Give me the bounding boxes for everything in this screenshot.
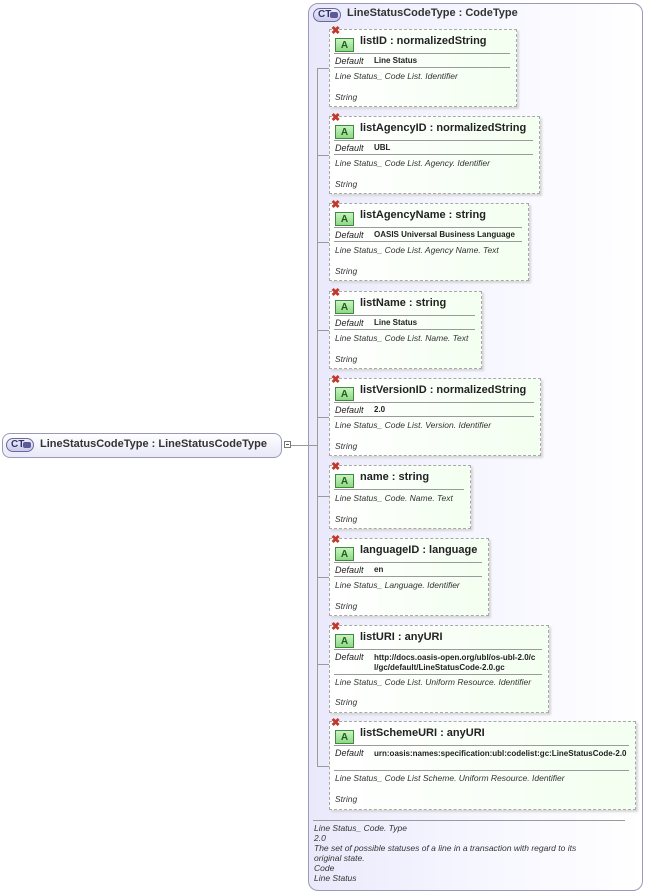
attribute-type-note: String — [335, 92, 358, 102]
optional-marker-icon: ✖ — [331, 199, 341, 211]
default-label: Default — [335, 565, 364, 575]
complex-type-badge-icon: CT — [6, 438, 34, 452]
default-value: 2.0 — [374, 405, 386, 414]
optional-marker-icon: ✖ — [331, 25, 341, 37]
attribute-icon: A — [335, 547, 354, 561]
complex-type-badge-icon: CT — [313, 8, 341, 22]
root-type-node[interactable] — [2, 433, 282, 458]
attribute-name: languageID : language — [360, 544, 478, 556]
attribute-node-listURI[interactable]: ✖ A listURI : anyURI Default http://docs… — [329, 621, 549, 713]
root-connector — [291, 445, 317, 446]
optional-marker-icon: ✖ — [331, 717, 341, 729]
footer-object-class: Line Status — [314, 873, 357, 883]
attribute-name: listURI : anyURI — [360, 631, 443, 643]
attribute-annotation: Line Status_ Code List. Version. Identif… — [335, 420, 492, 430]
attribute-node-listAgencyName[interactable]: ✖ A listAgencyName : string Default OASI… — [329, 199, 529, 281]
default-value: en — [374, 565, 384, 574]
attribute-name: listAgencyName : string — [360, 209, 486, 221]
optional-marker-icon: ✖ — [331, 534, 341, 546]
default-label: Default — [335, 652, 364, 662]
root-type-title: LineStatusCodeType : LineStatusCodeType — [40, 438, 267, 450]
attribute-annotation: Line Status_ Language. Identifier — [335, 580, 460, 590]
attribute-type-note: String — [335, 514, 358, 524]
attribute-annotation: Line Status_ Code List. Agency Name. Tex… — [335, 245, 499, 255]
attribute-type-note: String — [335, 179, 358, 189]
attribute-icon: A — [335, 474, 354, 488]
default-value: Line Status — [374, 56, 418, 65]
attribute-icon: A — [335, 212, 354, 226]
default-label: Default — [335, 143, 364, 153]
default-value: http://docs.oasis-open.org/ubl/os-ubl-2.… — [374, 653, 536, 672]
attribute-icon: A — [335, 38, 354, 52]
attribute-type-note: String — [335, 441, 358, 451]
optional-marker-icon: ✖ — [331, 621, 341, 633]
attribute-name: listID : normalizedString — [360, 35, 487, 47]
attribute-name: listName : string — [360, 297, 447, 309]
attribute-node-listName[interactable]: ✖ A listName : string Default Line Statu… — [329, 287, 482, 369]
default-label: Default — [335, 56, 364, 66]
attribute-name: listAgencyID : normalizedString — [360, 122, 527, 134]
attribute-icon: A — [335, 387, 354, 401]
optional-marker-icon: ✖ — [331, 287, 341, 299]
footer-version: 2.0 — [314, 833, 326, 843]
default-value: Line Status — [374, 318, 418, 327]
codetype-title: LineStatusCodeType : CodeType — [347, 7, 518, 19]
attribute-type-note: String — [335, 354, 358, 364]
attribute-node-listVersionID[interactable]: ✖ A listVersionID : normalizedString Def… — [329, 374, 541, 456]
attribute-type-note: String — [335, 601, 358, 611]
optional-marker-icon: ✖ — [331, 374, 341, 386]
attribute-icon: A — [335, 125, 354, 139]
connector-tick — [317, 496, 329, 497]
attribute-node-languageID[interactable]: ✖ A languageID : language Default en Lin… — [329, 534, 489, 616]
default-label: Default — [335, 748, 364, 758]
connector-tick — [317, 577, 329, 578]
connector-tick — [317, 664, 329, 665]
attribute-type-note: String — [335, 697, 358, 707]
attribute-annotation: Line Status_ Code List. Name. Text — [335, 333, 469, 343]
connector-tick — [317, 242, 329, 243]
default-value: OASIS Universal Business Language — [374, 230, 515, 239]
default-label: Default — [335, 230, 364, 240]
footer-representation: Code — [314, 863, 335, 873]
attribute-annotation: Line Status_ Code. Name. Text — [335, 493, 453, 503]
footer-separator — [313, 820, 625, 821]
connector-tick — [317, 68, 329, 69]
attribute-annotation: Line Status_ Code List. Identifier — [335, 71, 458, 81]
attribute-annotation: Line Status_ Code List. Uniform Resource… — [335, 677, 532, 687]
footer-den: Line Status_ Code. Type — [314, 823, 407, 833]
connector-tick — [317, 766, 329, 767]
default-label: Default — [335, 318, 364, 328]
attribute-icon: A — [335, 300, 354, 314]
optional-marker-icon: ✖ — [331, 112, 341, 124]
attribute-type-note: String — [335, 266, 358, 276]
connector-tick — [317, 417, 329, 418]
attribute-type-note: String — [335, 794, 358, 804]
attribute-icon: A — [335, 634, 354, 648]
footer-definition-cont: original state. — [314, 853, 365, 863]
attribute-name: listSchemeURI : anyURI — [360, 727, 485, 739]
attribute-node-listSchemeURI[interactable]: ✖ A listSchemeURI : anyURI Default urn:o… — [329, 717, 636, 810]
default-value: urn:oasis:names:specification:ubl:codeli… — [374, 749, 627, 758]
attribute-annotation: Line Status_ Code List Scheme. Uniform R… — [335, 773, 565, 783]
attribute-node-name[interactable]: ✖ A name : string Line Status_ Code. Nam… — [329, 461, 471, 529]
optional-marker-icon: ✖ — [331, 461, 341, 473]
default-label: Default — [335, 405, 364, 415]
attribute-annotation: Line Status_ Code List. Agency. Identifi… — [335, 158, 490, 168]
attribute-name: name : string — [360, 471, 430, 483]
connector-tick — [317, 330, 329, 331]
attribute-node-listID[interactable]: ✖ A listID : normalizedString Default Li… — [329, 25, 517, 107]
collapse-toggle-icon[interactable] — [284, 441, 291, 448]
connector-tick — [317, 155, 329, 156]
default-value: UBL — [374, 143, 391, 152]
attribute-node-listAgencyID[interactable]: ✖ A listAgencyID : normalizedString Defa… — [329, 112, 540, 194]
footer-definition: The set of possible statuses of a line i… — [314, 843, 577, 853]
attribute-name: listVersionID : normalizedString — [360, 384, 527, 396]
attribute-icon: A — [335, 730, 354, 744]
